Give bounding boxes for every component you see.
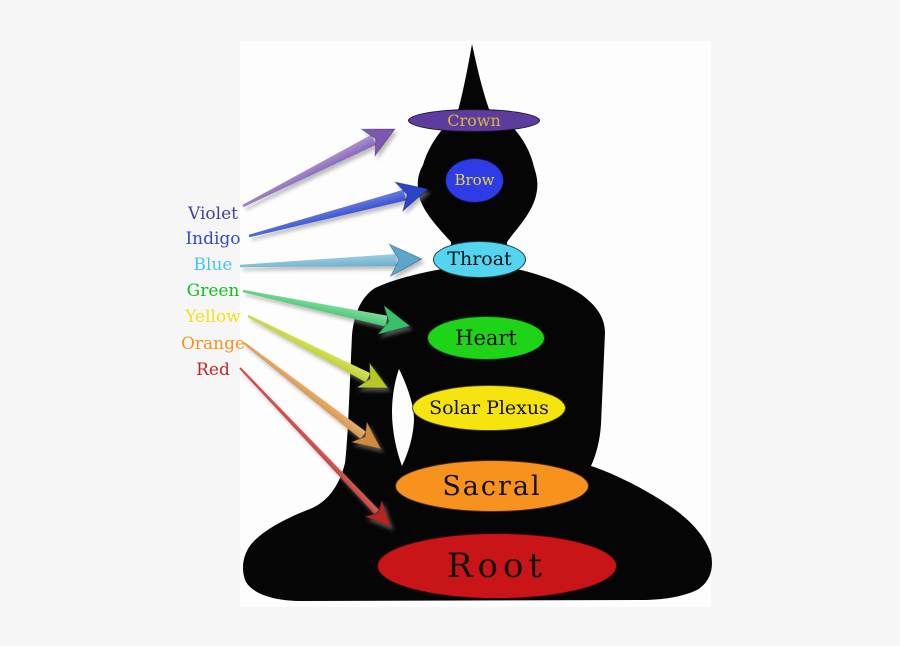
legend-item-blue: Blue	[193, 255, 233, 275]
legend-item-indigo: Indigo	[185, 229, 241, 249]
chakra-label-sacral: Sacral	[442, 470, 542, 502]
chakra-label-throat: Throat	[447, 248, 512, 270]
chakra-ellipse-crown: Crown	[408, 109, 540, 132]
chakra-ellipse-solar-plexus: Solar Plexus	[412, 385, 566, 431]
chakra-ellipse-heart: Heart	[427, 316, 545, 360]
legend-item-violet: Violet	[188, 204, 238, 224]
legend-item-red: Red	[196, 360, 230, 380]
chakra-ellipse-sacral: Sacral	[395, 460, 589, 512]
chakra-label-brow: Brow	[454, 171, 495, 189]
legend-item-yellow: Yellow	[185, 307, 241, 327]
chakra-label-heart: Heart	[455, 325, 517, 350]
chakra-label-solar-plexus: Solar Plexus	[429, 396, 549, 419]
chakra-ellipse-brow: Brow	[445, 158, 504, 203]
legend-item-green: Green	[186, 281, 240, 301]
chakra-label-root: Root	[446, 546, 548, 586]
chakra-label-crown: Crown	[447, 110, 501, 130]
chakra-ellipse-root: Root	[377, 533, 617, 599]
legend-item-orange: Orange	[180, 334, 246, 354]
chakra-ellipse-throat: Throat	[433, 241, 526, 278]
